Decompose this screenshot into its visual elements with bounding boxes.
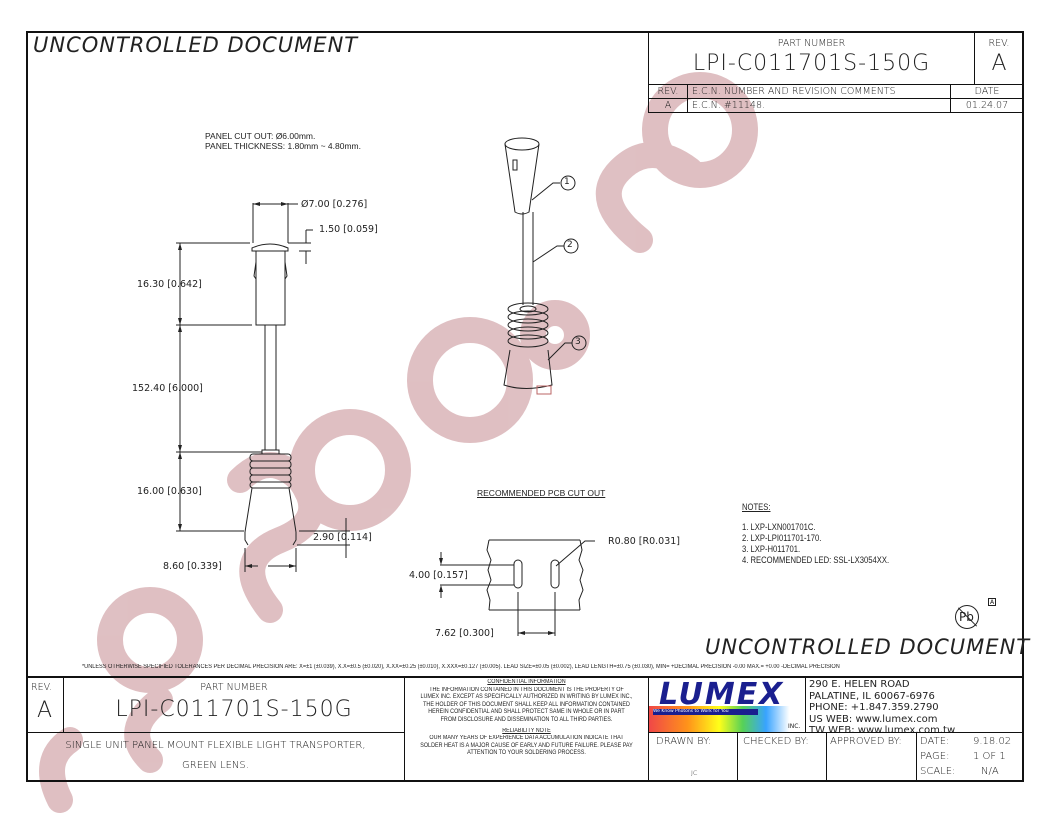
- rev-label: REV.: [988, 38, 1010, 49]
- address-line: PALATINE, IL 60067-6976: [809, 690, 935, 702]
- part-number-label: PART NUMBER: [777, 38, 846, 49]
- pcb-cutout-title: RECOMMENDED PCB CUT OUT: [477, 488, 606, 498]
- page-value: 1 OF 1: [973, 751, 1006, 762]
- dim-base-width: 8.60 [0.339]: [163, 561, 222, 572]
- logo-wordmark: LUMEX: [659, 677, 785, 712]
- tolerances-note: *UNLESS OTHERWISE SPECIFIED TOLERANCES P…: [82, 664, 840, 670]
- drawn-by-value: JC: [691, 769, 698, 777]
- note-item: 2. LXP-LPI011701-170.: [742, 533, 822, 543]
- reliability-text: OUR MANY YEARS OF EXPERIENCE DATA ACCUMU…: [420, 735, 633, 757]
- logo-suffix: INC.: [788, 723, 801, 730]
- us-web: US WEB: www.lumex.com: [809, 713, 938, 725]
- title-part-number: LPI-C011701S-150G: [115, 697, 353, 722]
- rev-value: A: [991, 51, 1007, 76]
- pb-free-icon: Pb: [955, 605, 979, 629]
- note-item: 3. LXP-H011701.: [742, 544, 801, 554]
- callout-3: 3: [575, 337, 581, 347]
- description-line-2: GREEN LENS.: [182, 760, 249, 771]
- dim-body-length: 16.30 [0.642]: [137, 279, 202, 290]
- notes-block: NOTES: 1. LXP-LXN001701C. 2. LXP-LPI0117…: [742, 502, 915, 566]
- dim-fiber-length: 152.40 [6.000]: [132, 383, 203, 394]
- reliability-title: RELIABILITY NOTE: [502, 727, 551, 734]
- logo-tagline: We Know Photons to Work for You: [653, 709, 758, 715]
- note-item: 4. RECOMMENDED LED: SSL-LX3054XX.: [742, 555, 890, 565]
- part-number: LPI-C011701S-150G: [692, 51, 931, 76]
- confidential-title: CONFIDENTIAL INFORMATION: [487, 679, 566, 685]
- note-item: 1. LXP-LXN001701C.: [742, 522, 816, 532]
- description-line-1: SINGLE UNIT PANEL MOUNT FLEXIBLE LIGHT T…: [65, 740, 366, 751]
- dim-diameter: Ø7.00 [0.276]: [301, 199, 368, 210]
- tw-web: TW WEB: www.lumex.com.tw: [809, 725, 956, 736]
- scale-value: N/A: [981, 766, 999, 777]
- phone: PHONE: +1.847.359.2790: [809, 702, 939, 713]
- pb-rev-mark: A: [988, 598, 996, 606]
- panel-thickness-note: PANEL THICKNESS: 1.80mm ~ 4.80mm.: [205, 141, 361, 151]
- callout-2: 2: [567, 240, 573, 250]
- uncontrolled-document-stamp: UNCONTROLLED DOCUMENT: [33, 33, 359, 57]
- dim-lead-length: 2.90 [0.114]: [313, 532, 372, 543]
- dim-cap-height: 1.50 [0.059]: [319, 224, 378, 235]
- rev-table-row-date: 01.24.07: [950, 98, 1024, 113]
- uncontrolled-document-stamp-bottom: UNCONTROLLED DOCUMENT: [705, 635, 1031, 659]
- title-rev-value: A: [37, 698, 53, 723]
- address-line: 290 E. HELEN ROAD: [809, 679, 910, 690]
- panel-cut-out-note: PANEL CUT OUT: Ø6.00mm.: [205, 131, 316, 141]
- pcb-slot-length: 4.00 [0.157]: [409, 570, 468, 581]
- date-page-scale-cell: DATE: 9.18.02 PAGE: 1 OF 1 SCALE: N/A: [916, 732, 1024, 782]
- callout-1: 1: [564, 177, 570, 187]
- pcb-pitch: 7.62 [0.300]: [435, 628, 494, 639]
- notes-title: NOTES:: [742, 502, 771, 512]
- pcb-radius: R0.80 [R0.031]: [608, 536, 680, 547]
- dim-base-length: 16.00 [0.630]: [137, 486, 202, 497]
- date-value: 9.18.02: [973, 736, 1012, 747]
- lumex-logo: LUMEX We Know Photons to Work for You IN…: [648, 677, 806, 733]
- confidential-text: THE INFORMATION CONTAINED IN THIS DOCUME…: [420, 686, 633, 723]
- confidential-cell: CONFIDENTIAL INFORMATION THE INFORMATION…: [404, 677, 649, 782]
